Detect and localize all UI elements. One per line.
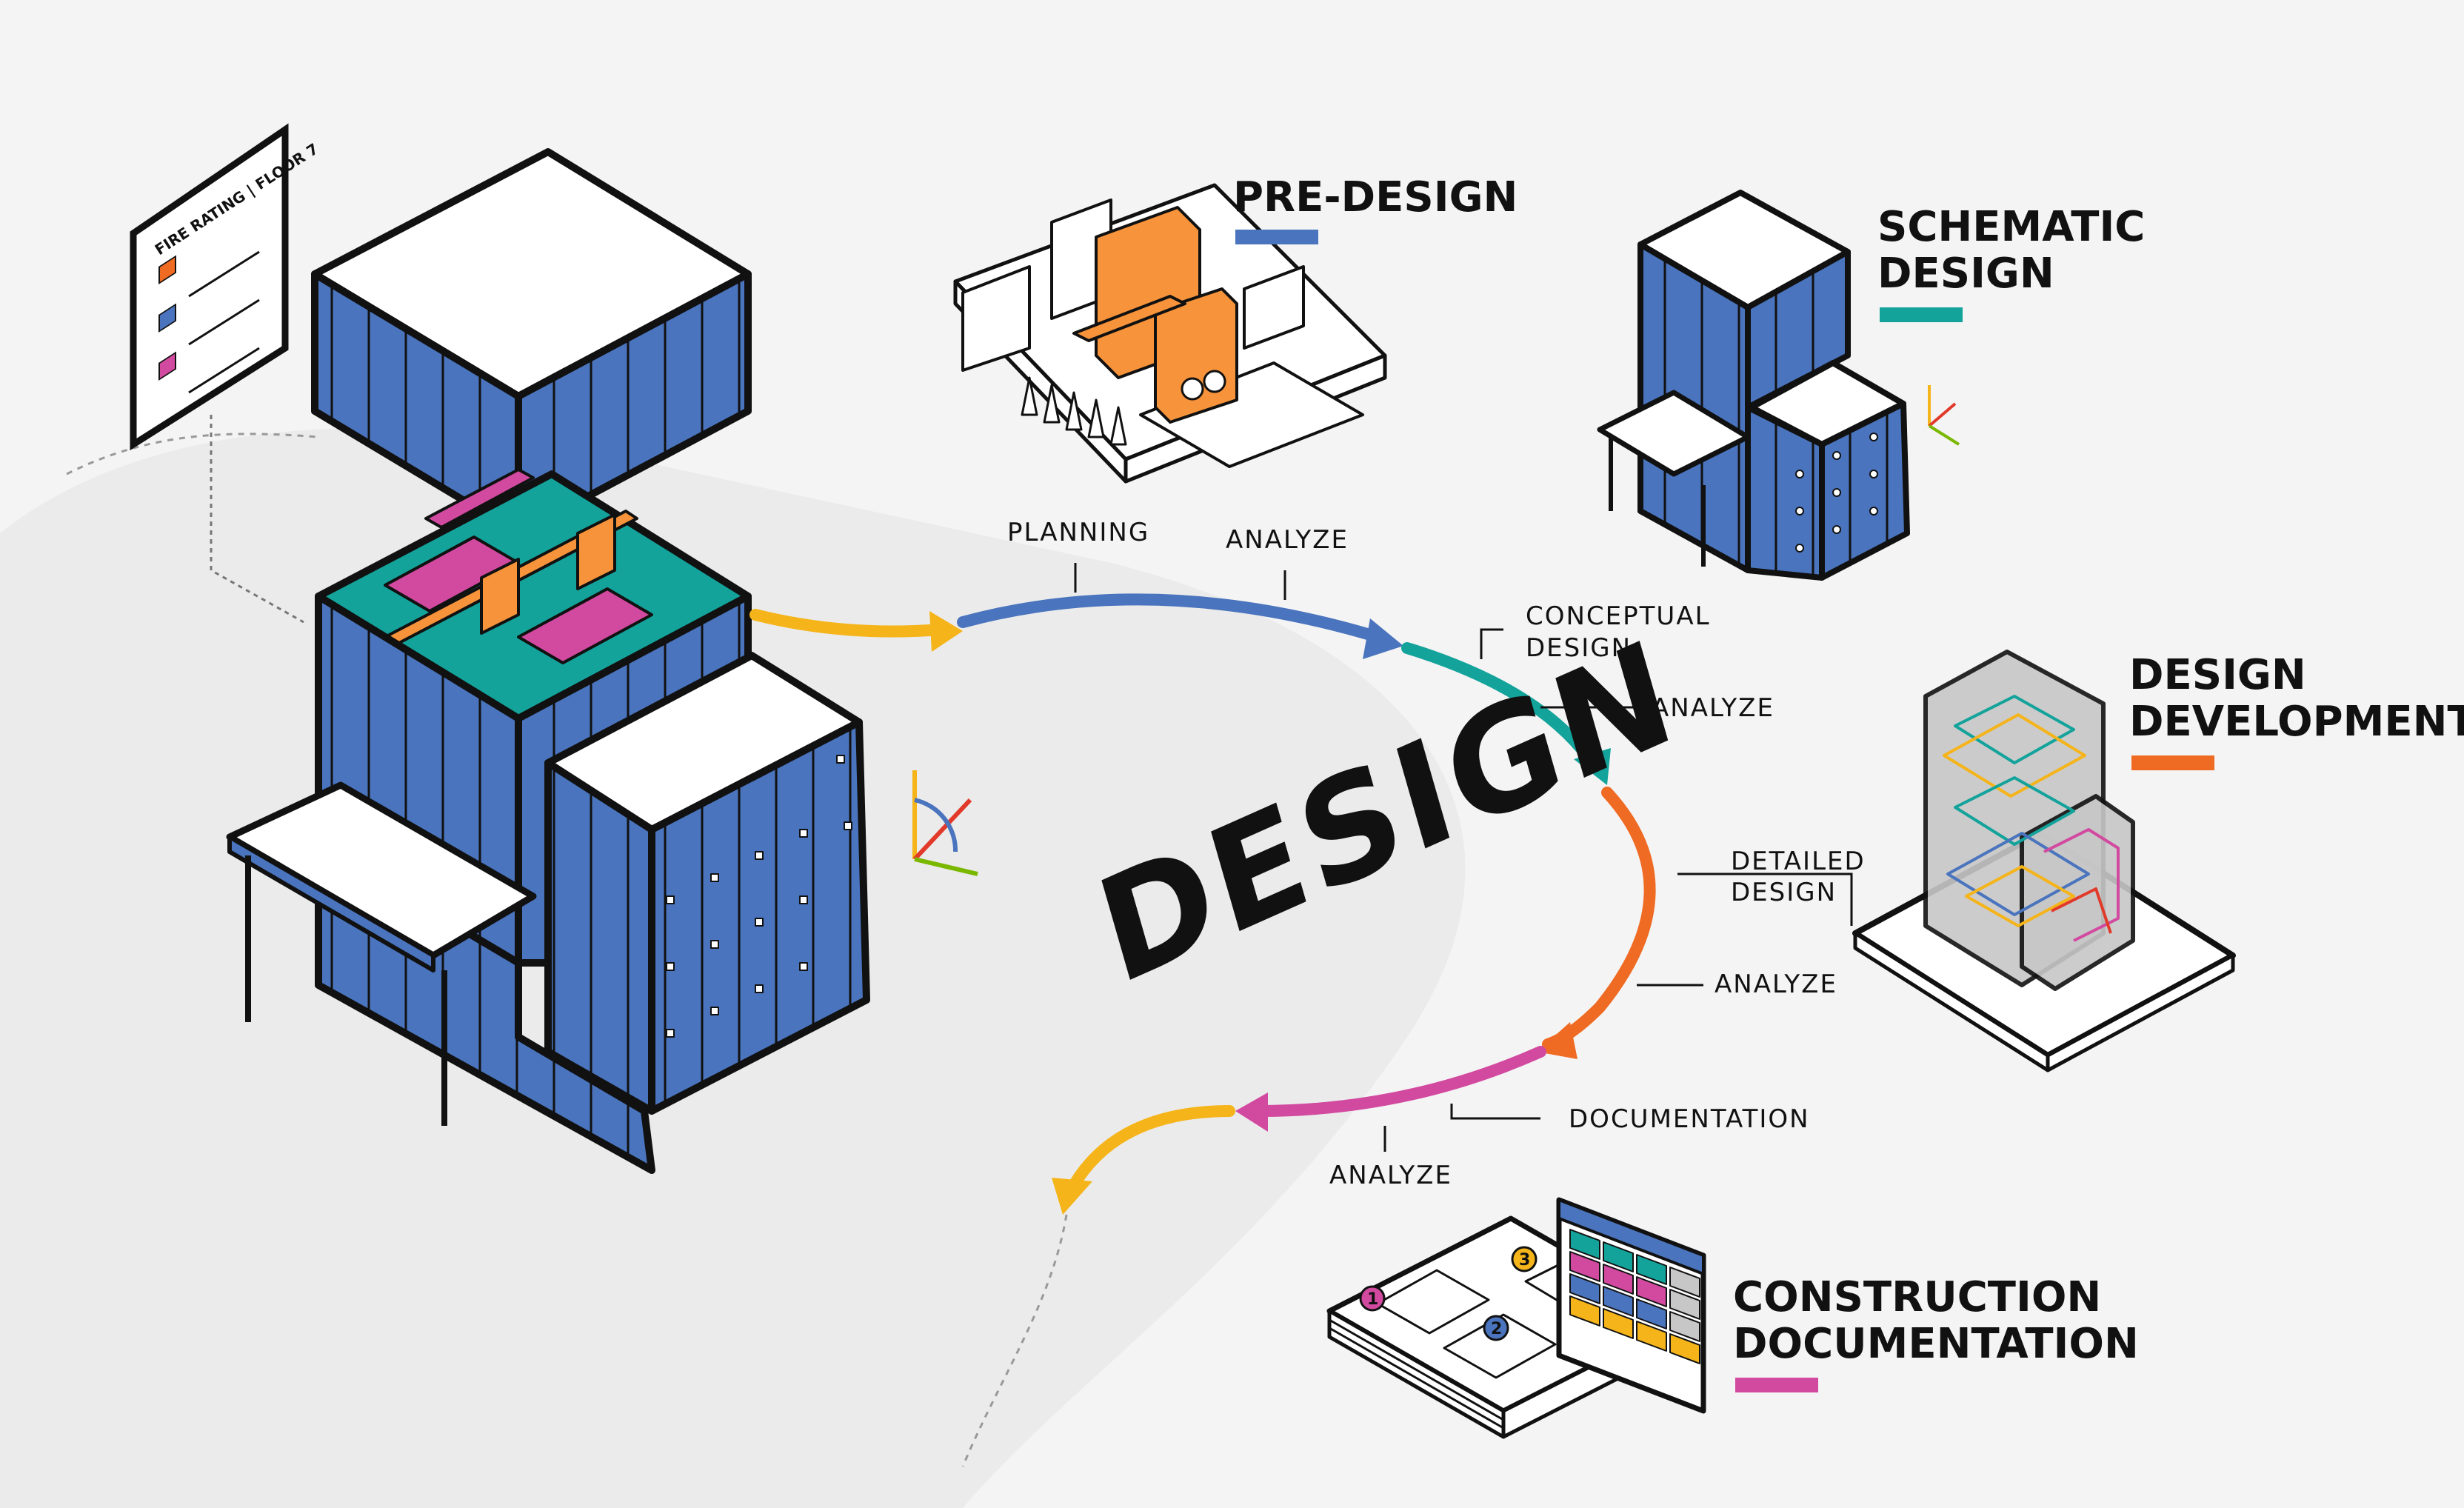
step-analyze-4: ANALYZE	[1329, 1161, 1452, 1190]
step-conceptual-1: CONCEPTUAL	[1526, 601, 1711, 631]
arrow-schematic	[1401, 642, 1598, 769]
dashed-path-bottom	[961, 1214, 1068, 1467]
arrow-start-yellow	[749, 609, 946, 638]
construction-documentation-illustration	[1326, 1197, 1706, 1439]
phase-construction-documentation: CONSTRUCTION DOCUMENTATION	[1733, 1273, 2139, 1392]
marker-2-label: 2	[1491, 1320, 1502, 1338]
arrowhead-icon	[1363, 618, 1403, 659]
step-analyze-1: ANALYZE	[1226, 525, 1349, 555]
arrowhead-icon	[1537, 1022, 1577, 1059]
process-arrows	[749, 593, 1656, 1215]
axis-gizmo-icon	[912, 770, 978, 876]
marker-1	[1359, 1285, 1386, 1312]
pre-design-illustration	[953, 183, 1387, 484]
arrowhead-icon	[1574, 748, 1611, 785]
arrowhead-icon	[929, 611, 963, 652]
legend-card: FIRE RATING | FLOOR 7	[130, 123, 321, 451]
marker-2	[1483, 1315, 1509, 1341]
phase-design-development: DESIGN DEVELOPMENT	[2129, 651, 2464, 770]
design-development-illustration	[1852, 650, 2236, 1072]
step-detailed-1: DETAILED	[1731, 847, 1866, 876]
step-detailed-2: DESIGN	[1731, 878, 1837, 907]
arrowhead-icon	[1235, 1092, 1268, 1132]
arrow-documentation	[1253, 1046, 1546, 1117]
step-ticks	[1074, 563, 1853, 1152]
phase-title-line1: CONSTRUCTION	[1733, 1273, 2101, 1321]
phase-schematic-design: SCHEMATIC DESIGN	[1877, 203, 2145, 322]
step-conceptual-2: DESIGN	[1526, 633, 1632, 663]
phase-color-bar	[2131, 755, 2214, 770]
phase-color-bar	[1235, 230, 1318, 244]
phase-title-line1: SCHEMATIC	[1877, 203, 2145, 251]
step-planning: PLANNING	[1007, 518, 1149, 547]
phase-title-line2: DOCUMENTATION	[1733, 1320, 2139, 1368]
arrow-pre-design	[957, 593, 1383, 643]
marker-3-label: 3	[1519, 1251, 1530, 1270]
phase-color-bar	[1880, 307, 1963, 322]
arrow-end-yellow	[1068, 1105, 1235, 1191]
phase-color-bar	[1735, 1378, 1818, 1392]
schematic-design-illustration	[1597, 190, 1960, 581]
arrow-development	[1542, 787, 1656, 1050]
axis-gizmo-icon	[1928, 385, 1960, 446]
phase-pre-design: PRE-DESIGN	[1233, 173, 1518, 244]
phase-title-line2: DESIGN	[1877, 250, 2054, 298]
phase-title: PRE-DESIGN	[1233, 173, 1518, 221]
phase-title-line2: DEVELOPMENT	[2129, 698, 2464, 746]
step-documentation: DOCUMENTATION	[1569, 1104, 1810, 1134]
step-analyze-2: ANALYZE	[1652, 693, 1774, 723]
main-building-illustration	[226, 148, 870, 1174]
phase-title-line1: DESIGN	[2129, 651, 2306, 699]
step-analyze-3: ANALYZE	[1715, 970, 1837, 999]
marker-1-label: 1	[1367, 1290, 1378, 1309]
step-labels: PLANNING ANALYZE CONCEPTUAL DESIGN ANALY…	[1007, 518, 1866, 1190]
marker-3	[1511, 1246, 1538, 1272]
arrowhead-icon	[1052, 1178, 1092, 1215]
card-connector	[210, 415, 304, 624]
